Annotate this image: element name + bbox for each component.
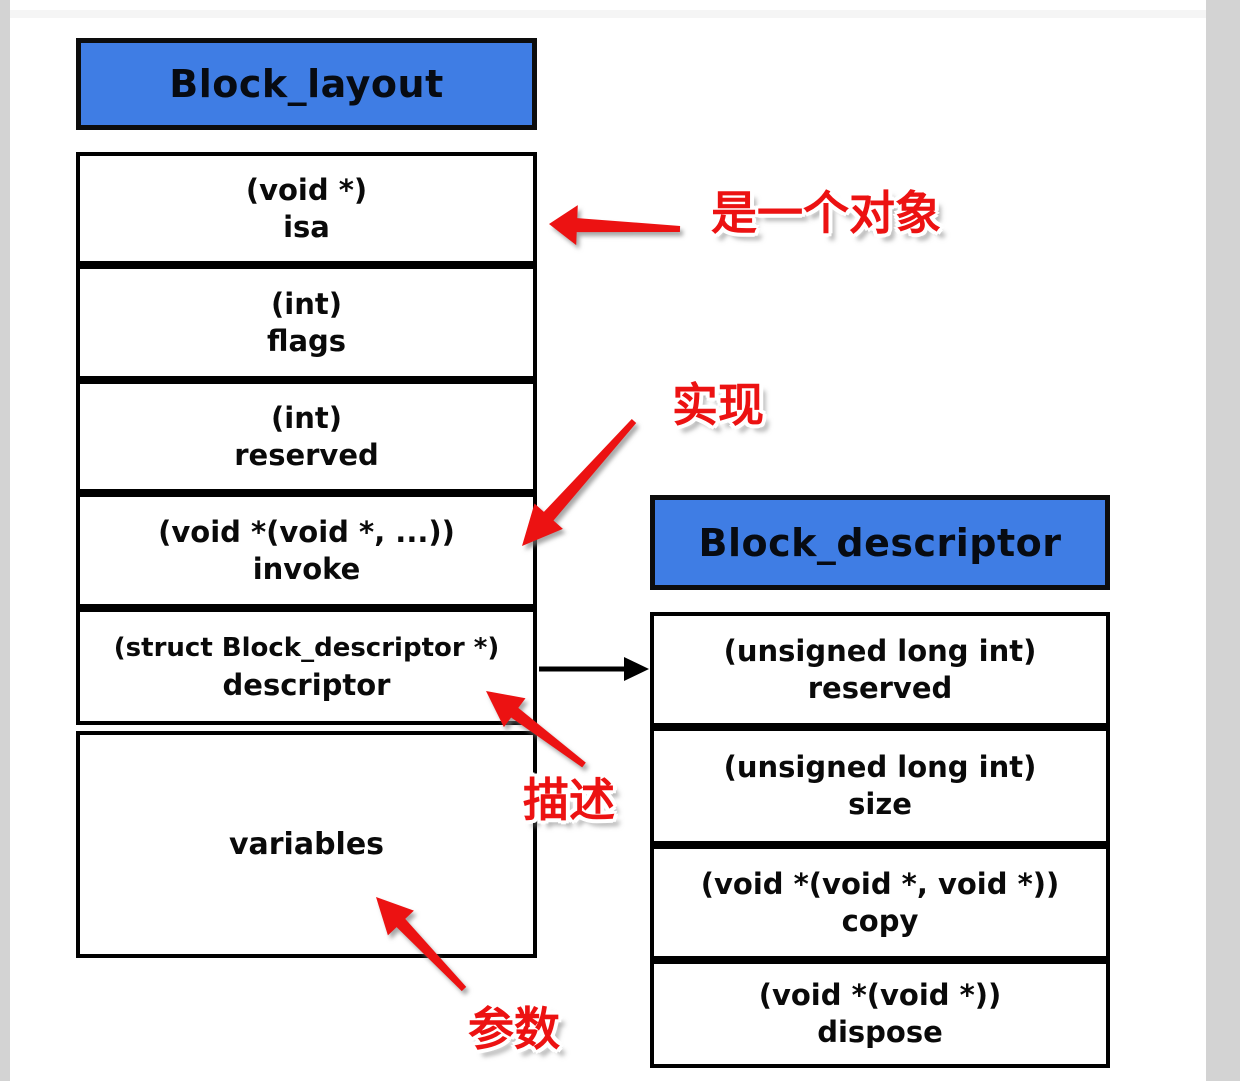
field-name: variables	[228, 827, 385, 862]
field-type: (struct Block_descriptor *)	[113, 632, 500, 663]
field-type: (int)	[271, 286, 342, 321]
table-row-isa: (void *) isa	[76, 152, 537, 265]
block-layout-title: Block_layout	[76, 38, 537, 130]
field-name: reserved	[234, 437, 379, 472]
block-layout-title-label: Block_layout	[169, 62, 444, 106]
table-row-reserved2: (unsigned long int) reserved	[650, 612, 1110, 727]
field-name: size	[848, 787, 912, 821]
block-layout-table: (void *) isa (int) flags (int) reserved …	[76, 152, 537, 725]
field-type: (void *(void *))	[758, 978, 1002, 1012]
table-row-size: (unsigned long int) size	[650, 727, 1110, 845]
field-name: invoke	[252, 551, 361, 586]
arrow-isa-annotation	[549, 205, 681, 246]
table-row-descriptor: (struct Block_descriptor *) descriptor	[76, 608, 537, 725]
variables-box: variables	[76, 731, 537, 958]
table-row-dispose: (void *(void *)) dispose	[650, 960, 1110, 1068]
top-divider-band	[10, 10, 1206, 18]
field-type: (void *(void *, void *))	[700, 866, 1060, 901]
field-name: dispose	[817, 1015, 943, 1049]
field-name: reserved	[807, 670, 953, 705]
annotation-implementation: 实现	[672, 378, 764, 432]
annotation-parameters: 参数	[468, 1002, 560, 1056]
table-row-invoke: (void *(void *, ...)) invoke	[76, 493, 537, 608]
left-gray-margin	[0, 0, 10, 1081]
arrow-invoke-annotation	[522, 419, 637, 546]
block-descriptor-table: (unsigned long int) reserved (unsigned l…	[650, 612, 1110, 1068]
annotation-is-an-object: 是一个对象	[711, 186, 941, 240]
table-row-flags: (int) flags	[76, 265, 537, 380]
field-type: (void *(void *, ...))	[158, 514, 455, 549]
field-type: (void *)	[245, 172, 368, 207]
field-name: copy	[841, 903, 919, 938]
table-row-reserved: (int) reserved	[76, 380, 537, 493]
block-descriptor-title-label: Block_descriptor	[698, 520, 1062, 565]
table-row-copy: (void *(void *, void *)) copy	[650, 845, 1110, 960]
field-name: descriptor	[222, 667, 391, 702]
field-name: isa	[283, 209, 330, 244]
field-type: (unsigned long int)	[723, 633, 1037, 668]
table-row-variables: variables	[76, 731, 537, 958]
annotation-description: 描述	[523, 773, 615, 827]
field-type: (int)	[271, 400, 342, 435]
field-name: flags	[266, 323, 347, 358]
arrow-descriptor-link	[539, 657, 649, 681]
right-gray-margin	[1206, 0, 1240, 1081]
block-descriptor-title: Block_descriptor	[650, 495, 1110, 590]
field-type: (unsigned long int)	[723, 750, 1037, 784]
